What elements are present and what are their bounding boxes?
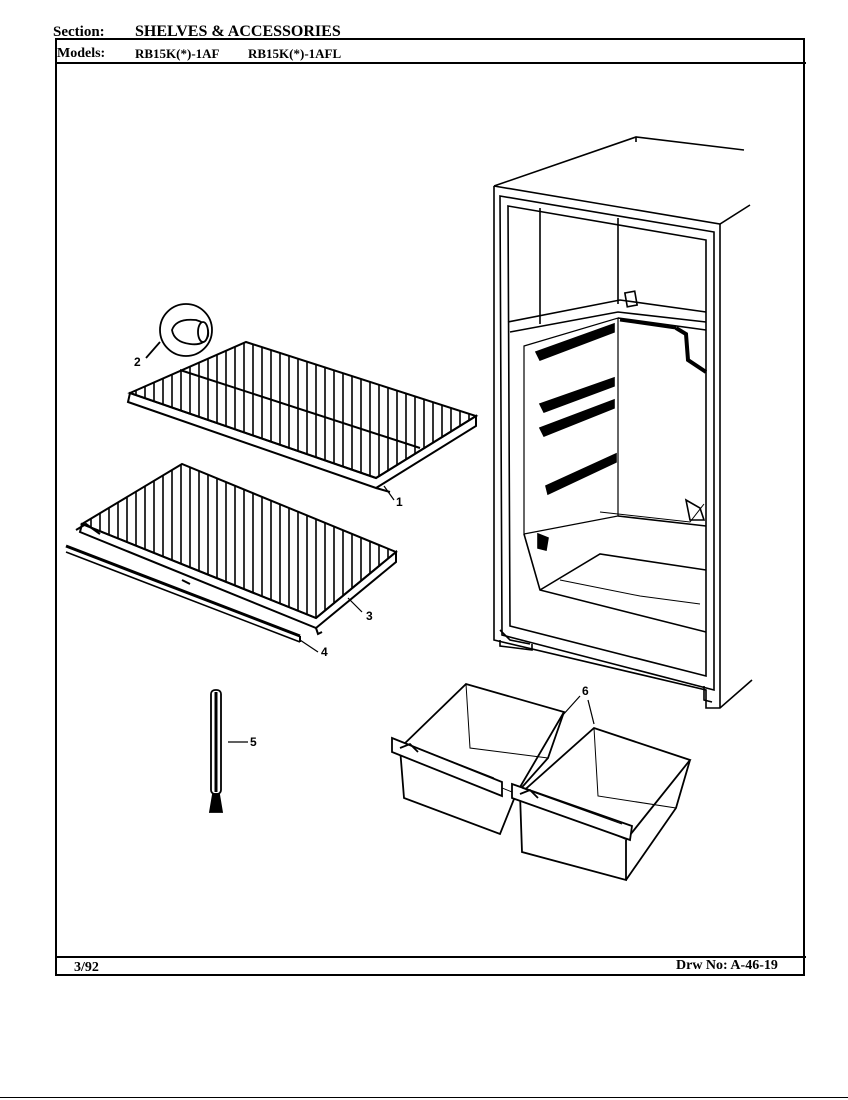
callout-4: 4 — [321, 645, 328, 659]
section-label: Section: — [53, 24, 105, 40]
models-label: Models: — [57, 46, 106, 61]
lower-wire-shelf — [75, 462, 398, 636]
shelf-end-cap-detail — [145, 303, 213, 359]
page-bottom-rule — [0, 1097, 848, 1098]
drawing-frame — [55, 38, 805, 976]
temperature-probe — [208, 689, 224, 813]
model-number-1: RB15K(*)-1AF — [135, 46, 220, 61]
drawing-number: Drw No: A-46-19 — [676, 958, 778, 973]
callout-6: 6 — [582, 684, 589, 698]
shelf-trim-strip — [65, 544, 301, 643]
crisper-drawer-left — [391, 682, 566, 836]
refrigerator-cabinet — [493, 136, 753, 709]
callout-1: 1 — [396, 495, 403, 509]
callout-3: 3 — [366, 609, 373, 623]
callout-5: 5 — [250, 735, 257, 749]
header-divider — [55, 62, 806, 64]
model-number-2: RB15K(*)-1AFL — [248, 46, 342, 61]
callout-leaders — [228, 485, 595, 743]
upper-glass-shelf — [126, 340, 479, 493]
callout-2: 2 — [134, 355, 141, 369]
revision-date: 3/92 — [74, 960, 99, 975]
section-title: SHELVES & ACCESSORIES — [135, 23, 341, 40]
footer-divider — [55, 956, 806, 958]
crisper-drawer-right — [511, 726, 692, 882]
